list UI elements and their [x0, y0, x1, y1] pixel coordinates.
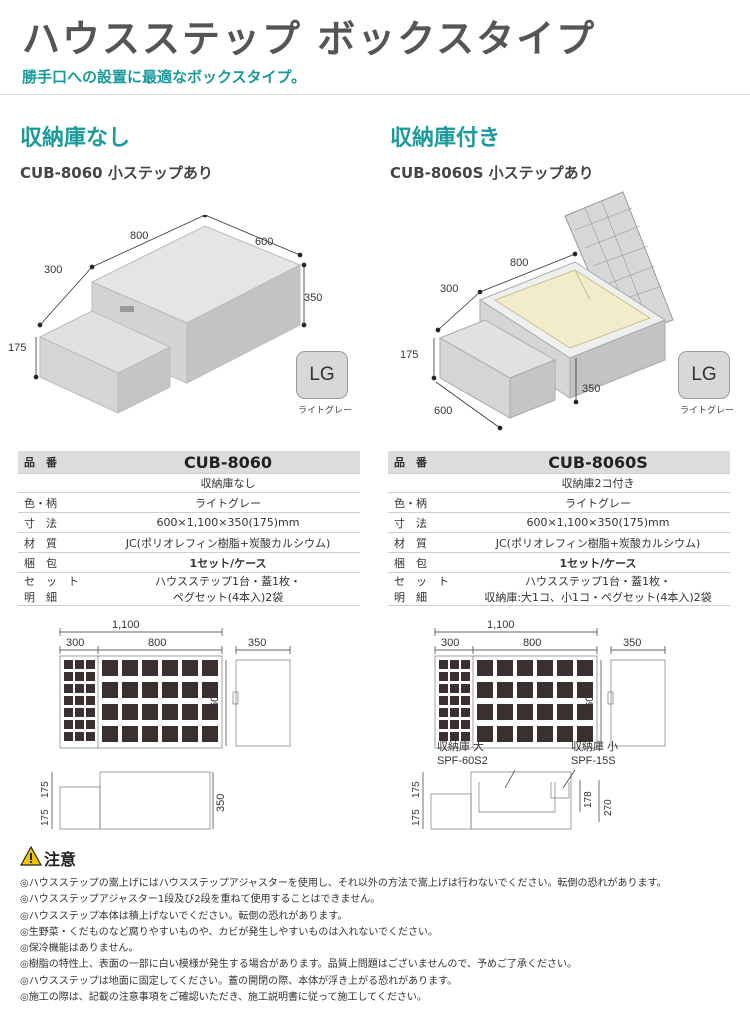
- left-spec-set-value-2: ペグセット(4本入)2袋: [96, 589, 360, 606]
- right-heading: 収納庫付き: [390, 126, 501, 151]
- left-spec-row-label: 梱 包: [18, 552, 96, 573]
- right-spec-row-label: 梱 包: [388, 552, 466, 573]
- right-spec-product: CUB-8060S: [466, 451, 730, 474]
- left-spec-row-label: 色・柄: [18, 492, 96, 513]
- left-draw-depth: 350: [248, 637, 266, 649]
- left-draw-w1: 300: [66, 637, 84, 649]
- right-dim-step-height: 175: [400, 349, 418, 361]
- left-dim-side: 600: [255, 236, 273, 248]
- right-spec-row-value: 1セット/ケース: [466, 552, 730, 573]
- right-draw-w1: 300: [441, 637, 459, 649]
- left-dim-height: 350: [304, 292, 322, 304]
- left-draw-w2: 800: [148, 637, 166, 649]
- right-spec-set-label-1: セ ッ ト: [394, 575, 449, 588]
- left-spec-row-value: JC(ポリオレフィン樹脂+炭酸カルシウム): [96, 532, 360, 553]
- caution-note: ◎ハウスステップアジャスター1段及び2段を重ねて使用することはできません。: [20, 894, 381, 906]
- right-draw-small-code: SPF-15S: [571, 755, 616, 767]
- left-spec-set-value-1: ハウスステップ1台・蓋1枚・: [155, 575, 301, 588]
- left-draw-h2: 175: [40, 781, 51, 798]
- caution-note: ◎生野菜・くだものなど腐りやすいものや、カビが発生しやすいものは入れないでくださ…: [20, 926, 439, 938]
- right-dim-step: 300: [440, 283, 458, 295]
- left-technical-drawing: 1,100 300 800 350 600 175 175 350: [40, 619, 291, 830]
- caution-note: ◎ハウスステップの嵩上げにはハウスステップアジャスターを使用し、それ以外の方法で…: [20, 878, 667, 889]
- right-draw-h2: 175: [411, 781, 422, 798]
- left-dim-step: 300: [44, 264, 62, 276]
- header-divider: [0, 94, 750, 95]
- right-spec-label-product: 品 番: [388, 451, 466, 474]
- right-draw-width: 600: [584, 690, 596, 708]
- caution-note: ◎保冷機能はありません。: [20, 943, 139, 955]
- left-draw-total: 1,100: [112, 619, 140, 631]
- right-spec-set-value-2: 収納庫:大1コ、小1コ・ペグセット(4本入)2袋: [466, 589, 730, 606]
- left-draw-h1: 175: [40, 809, 51, 826]
- left-spec-row-label: 材 質: [18, 532, 96, 553]
- left-product-illustration: 800 600 300 350 175: [8, 215, 322, 414]
- caution-note: ◎ハウスステップ本体は積上げないでください。転倒の恐れがあります。: [20, 910, 348, 922]
- right-spec-set-label-2: 明 細: [388, 589, 466, 606]
- left-draw-width: 600: [209, 690, 221, 708]
- right-dim-height: 350: [582, 383, 600, 395]
- caution-notes: ◎ハウスステップの嵩上げにはハウスステップアジャスターを使用し、それ以外の方法で…: [20, 876, 740, 1006]
- left-dim-top: 800: [130, 230, 148, 242]
- left-color-badge: LG: [296, 351, 348, 399]
- left-spec-set-label-2: 明 細: [18, 589, 96, 606]
- right-draw-w2: 800: [523, 637, 541, 649]
- right-color-caption: ライトグレー: [680, 406, 735, 416]
- right-draw-large-label: 収納庫 大: [437, 739, 484, 753]
- warning-icon: [20, 846, 42, 866]
- left-spec-product: CUB-8060: [96, 451, 360, 474]
- caution-note: ◎樹脂の特性上、表面の一部に白い模様が発生する場合があります。品質上問題はござい…: [20, 959, 578, 971]
- caution-note: ◎ハウスステップは地面に固定してください。蓋の開閉の際、本体が浮き上がる恐れがあ…: [20, 975, 458, 987]
- left-spec-product-sub: 収納庫なし: [96, 473, 360, 493]
- left-draw-h3: 350: [215, 794, 227, 812]
- right-technical-drawing: 1,100 300 800 350 600 収納庫 大 SPF-60S2 収納庫…: [411, 619, 666, 830]
- left-spec-row-value: 600×1,100×350(175)mm: [96, 512, 360, 533]
- left-spec-label-product: 品 番: [18, 451, 96, 474]
- page-title: ハウスステップ ボックスタイプ: [22, 17, 597, 61]
- right-draw-depth: 350: [623, 637, 641, 649]
- left-model-line: CUB-8060 小ステップあり: [20, 164, 213, 182]
- left-spec-row-value: ライトグレー: [96, 492, 360, 513]
- right-draw-total: 1,100: [487, 619, 515, 631]
- left-heading: 収納庫なし: [20, 126, 131, 151]
- right-spec-row-label: 材 質: [388, 532, 466, 553]
- right-dim-side: 600: [434, 405, 452, 417]
- right-draw-hs: 178: [583, 791, 594, 808]
- right-draw-hl: 270: [603, 799, 614, 816]
- right-spec-row-value: ライトグレー: [466, 492, 730, 513]
- left-spec-row-label: 寸 法: [18, 512, 96, 533]
- right-spec-row-label: 色・柄: [388, 492, 466, 513]
- right-draw-large-code: SPF-60S2: [437, 755, 488, 767]
- caution-title: 注意: [44, 850, 77, 869]
- right-dim-top: 800: [510, 257, 528, 269]
- right-spec-row-value: 600×1,100×350(175)mm: [466, 512, 730, 533]
- right-spec-set-value-1: ハウスステップ1台・蓋1枚・: [525, 575, 671, 588]
- right-draw-small-label: 収納庫 小: [571, 739, 618, 753]
- right-spec-row-label: 寸 法: [388, 512, 466, 533]
- left-spec-row-value: 1セット/ケース: [96, 552, 360, 573]
- right-model-line: CUB-8060S 小ステップあり: [390, 164, 594, 182]
- caution-note: ◎施工の際は、記載の注意事項をご確認いただき、施工説明書に従って施工してください…: [20, 992, 427, 1004]
- left-dim-step-height: 175: [8, 342, 26, 354]
- page-subtitle: 勝手口への設置に最適なボックスタイプ。: [22, 68, 307, 86]
- right-draw-h1: 175: [411, 809, 422, 826]
- right-color-badge: LG: [678, 351, 730, 399]
- left-color-caption: ライトグレー: [298, 406, 353, 416]
- right-product-illustration: 800 300 175 350 600: [400, 191, 674, 431]
- right-spec-product-sub: 収納庫2コ付き: [466, 473, 730, 493]
- left-spec-set-label-1: セ ッ ト: [24, 575, 79, 588]
- right-spec-row-value: JC(ポリオレフィン樹脂+炭酸カルシウム): [466, 532, 730, 553]
